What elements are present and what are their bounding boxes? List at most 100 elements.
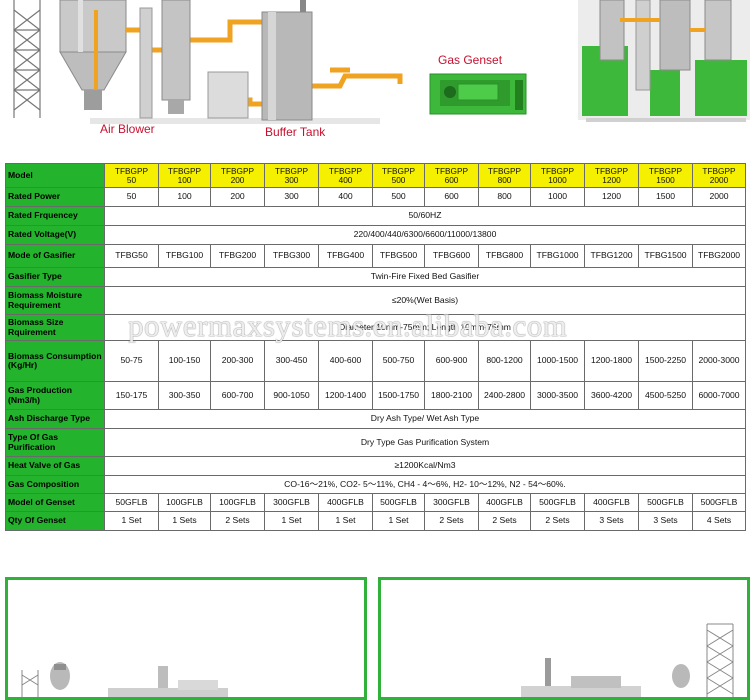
table-cell: 400	[318, 187, 373, 207]
table-cell: TFBG1500	[638, 244, 693, 268]
right-plant	[578, 0, 750, 122]
table-cell: 300-450	[264, 340, 319, 382]
bottom-panel-right	[378, 577, 750, 700]
table-cell: 300GFLB	[424, 493, 479, 512]
row-label: Model	[5, 163, 105, 188]
table-cell: 1 Set	[318, 511, 373, 531]
model-line2: 1000	[548, 174, 567, 185]
table-cell: 6000-7000	[692, 381, 746, 410]
model-line1: TFBGPP	[381, 165, 416, 176]
table-cell: 1500-1750	[372, 381, 425, 410]
table-cell: 50-75	[104, 340, 159, 382]
table-cell: TFBG2000	[692, 244, 746, 268]
table-cell: 2 Sets	[210, 511, 265, 531]
table-cell-span: Twin-Fire Fixed Bed Gasifier	[104, 267, 746, 287]
table-cell: 800-1200	[478, 340, 531, 382]
table-cell: 1 Set	[372, 511, 425, 531]
table-cell: 600	[424, 187, 479, 207]
model-line1: TFBGPP	[648, 165, 683, 176]
gas-genset	[429, 73, 527, 115]
model-line2: 600	[444, 174, 459, 185]
table-cell: 400GFLB	[478, 493, 531, 512]
table-cell: 300	[264, 187, 319, 207]
table-row: Biomass Moisture Requirement≤20%(Wet Bas…	[5, 286, 746, 315]
row-label: Heat Valve of Gas	[5, 456, 105, 476]
plant-illustration-top	[0, 0, 750, 150]
model-line2: 500	[391, 174, 406, 185]
model-line2: 200	[230, 174, 245, 185]
table-row: Heat Valve of Gas≥1200Kcal/Nm3	[5, 456, 746, 476]
table-cell: 600-900	[424, 340, 479, 382]
table-cell: 100GFLB	[158, 493, 211, 512]
plant-illustration-bottom-right	[521, 623, 734, 697]
table-cell: 2 Sets	[424, 511, 479, 531]
table-cell-span: ≥1200Kcal/Nm3	[104, 456, 746, 476]
table-cell-span: 50/60HZ	[104, 206, 746, 226]
filter-box	[207, 71, 249, 119]
row-label: Biomass Moisture Requirement	[5, 286, 105, 315]
table-cell: 2000-3000	[692, 340, 746, 382]
table-cell: 500GFLB	[372, 493, 425, 512]
model-line2: 1200	[602, 174, 621, 185]
model-line1: TFBGPP	[114, 165, 149, 176]
table-cell: 2000	[692, 187, 746, 207]
model-line2: 800	[497, 174, 512, 185]
buffer-tank-label: Buffer Tank	[265, 125, 326, 139]
table-cell-span: Dry Ash Type/ Wet Ash Type	[104, 409, 746, 429]
table-cell: TFBG400	[318, 244, 373, 268]
table-cell: 2400-2800	[478, 381, 531, 410]
table-cell: 1200-1400	[318, 381, 373, 410]
gasifier-vessel	[59, 0, 127, 110]
row-label: Rated Power	[5, 187, 105, 207]
model-line1: TFBGPP	[434, 165, 469, 176]
table-cell: 100GFLB	[210, 493, 265, 512]
lattice-tower	[13, 0, 41, 118]
buffer-tank	[261, 0, 313, 121]
table-cell: 400-600	[318, 340, 373, 382]
row-label: Type Of Gas Purification	[5, 428, 105, 457]
table-cell: 200	[210, 187, 265, 207]
table-cell-span: ≤20%(Wet Basis)	[104, 286, 746, 315]
table-cell: 1000-1500	[530, 340, 585, 382]
table-cell: 800	[478, 187, 531, 207]
table-cell: 1800-2100	[424, 381, 479, 410]
table-cell: TFBG1000	[530, 244, 585, 268]
table-cell: TFBG1200	[584, 244, 639, 268]
row-label: Qty Of Genset	[5, 511, 105, 531]
table-cell: 500	[372, 187, 425, 207]
air-blower-label: Air Blower	[100, 122, 155, 136]
gas-genset-label: Gas Genset	[438, 53, 503, 67]
row-label: Rated Frquencey	[5, 206, 105, 226]
table-cell: 900-1050	[264, 381, 319, 410]
model-line1: TFBGPP	[274, 165, 309, 176]
model-line1: TFBGPP	[540, 165, 575, 176]
table-cell: 1200-1800	[584, 340, 639, 382]
table-cell: 3000-3500	[530, 381, 585, 410]
model-line1: TFBGPP	[702, 165, 736, 176]
row-label: Gas Production (Nm3/h)	[5, 381, 105, 410]
table-cell: TFBG100	[158, 244, 211, 268]
model-line2: 50	[126, 174, 137, 185]
table-cell: 1000	[530, 187, 585, 207]
model-line2: 300	[284, 174, 299, 185]
table-cell: TFBG800	[478, 244, 531, 268]
table-cell: 1 Set	[264, 511, 319, 531]
table-cell: TFBG500	[372, 244, 425, 268]
row-label: Rated Voltage(V)	[5, 225, 105, 245]
table-cell: 1 Sets	[158, 511, 211, 531]
table-cell: 4 Sets	[692, 511, 746, 531]
